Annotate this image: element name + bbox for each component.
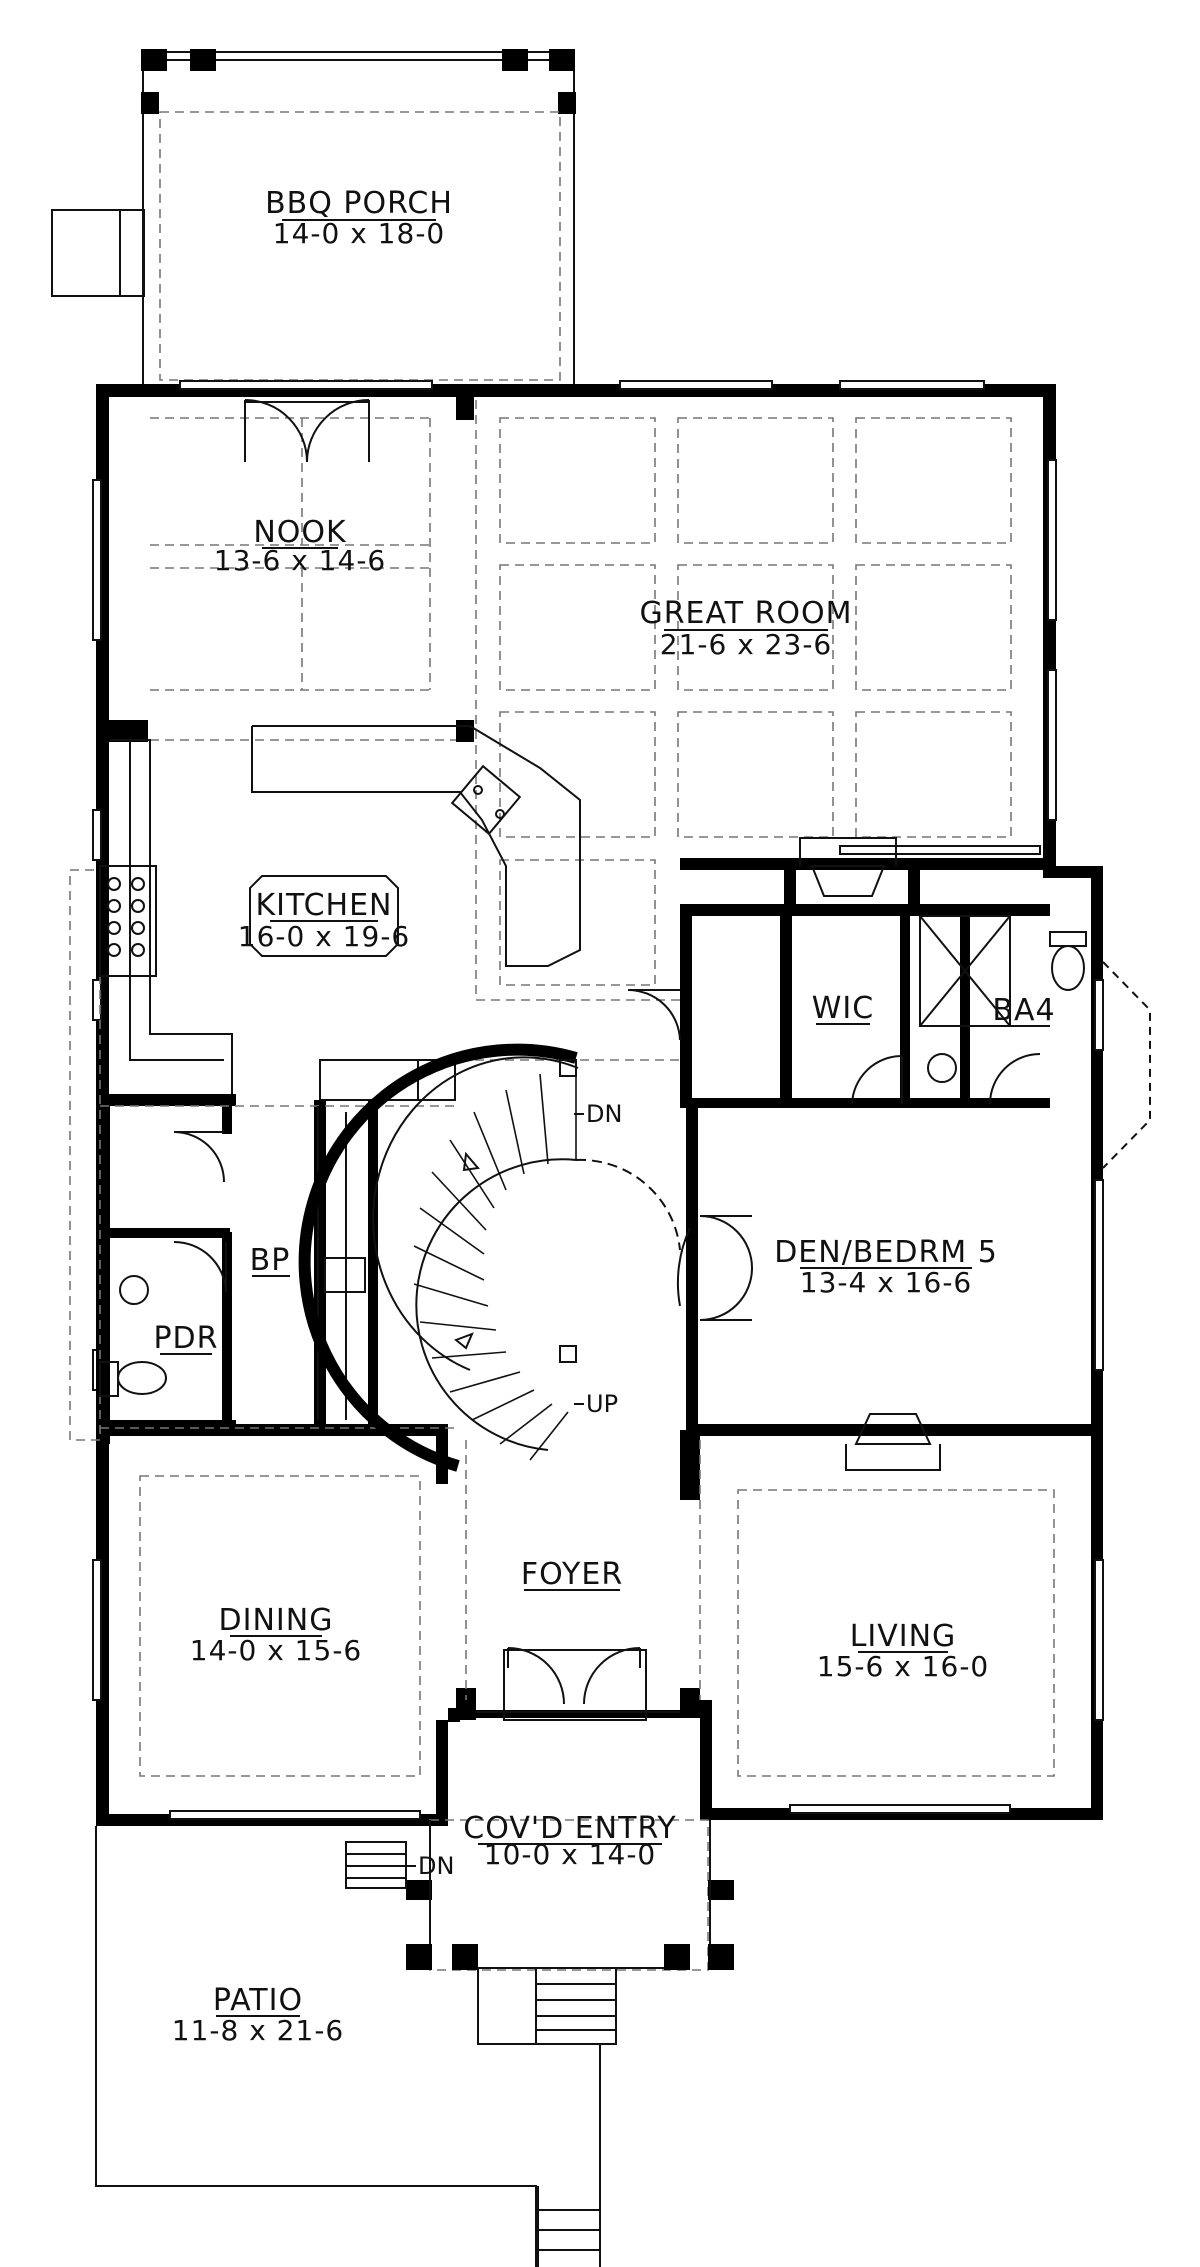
foyer-name: FOYER <box>521 1557 623 1592</box>
bbq-porch-name: BBQ PORCH <box>265 186 453 221</box>
great-room-dim: 21-6 x 23-6 <box>660 628 832 661</box>
living-name: LIVING <box>850 1619 957 1654</box>
pdr-name: PDR <box>153 1321 218 1356</box>
den-dim: 13-4 x 16-6 <box>800 1266 972 1299</box>
room-labels: BBQ PORCH 14-0 x 18-0 NOOK 13-6 x 14-6 G… <box>153 186 1055 2047</box>
entry-steps-dn-label: DN <box>418 1852 454 1880</box>
patio-dim: 11-8 x 21-6 <box>172 2014 344 2047</box>
interior-walls <box>96 390 1096 1720</box>
dining-dim: 14-0 x 15-6 <box>190 1634 362 1667</box>
kitchen-fixtures <box>99 725 581 1420</box>
stair-dn-label: DN <box>586 1100 622 1128</box>
dining-name: DINING <box>219 1603 334 1638</box>
doors <box>173 399 1041 1721</box>
entry-patio <box>95 1820 734 2267</box>
ceiling-outlines <box>69 400 1055 1971</box>
nook-name: NOOK <box>253 515 347 550</box>
bbq-porch-dim: 14-0 x 18-0 <box>273 217 445 250</box>
patio-name: PATIO <box>213 1983 303 2018</box>
great-room-name: GREAT ROOM <box>639 596 852 631</box>
bath-fixtures <box>99 915 1087 1397</box>
nook-dim: 13-6 x 14-6 <box>214 544 386 577</box>
bbq-porch-structure <box>51 49 576 388</box>
kitchen-name: KITCHEN <box>256 888 393 923</box>
living-dim: 15-6 x 16-0 <box>817 1650 989 1683</box>
ba4-name: BA4 <box>992 993 1055 1028</box>
fireplaces <box>799 837 941 1471</box>
kitchen-dim: 16-0 x 19-6 <box>238 920 410 953</box>
curved-staircase <box>298 1043 691 1472</box>
wic-name: WIC <box>812 991 874 1026</box>
windows <box>92 380 1104 1820</box>
den-name: DEN/BEDRM 5 <box>774 1235 998 1270</box>
bp-name: BP <box>250 1243 291 1278</box>
cooktop-burners <box>107 877 145 957</box>
ba4-bay-window <box>1102 961 1151 1169</box>
covd-entry-name: COV'D ENTRY <box>463 1811 676 1846</box>
stair-up-label: UP <box>586 1390 618 1418</box>
covd-entry-dim: 10-0 x 14-0 <box>484 1838 656 1871</box>
